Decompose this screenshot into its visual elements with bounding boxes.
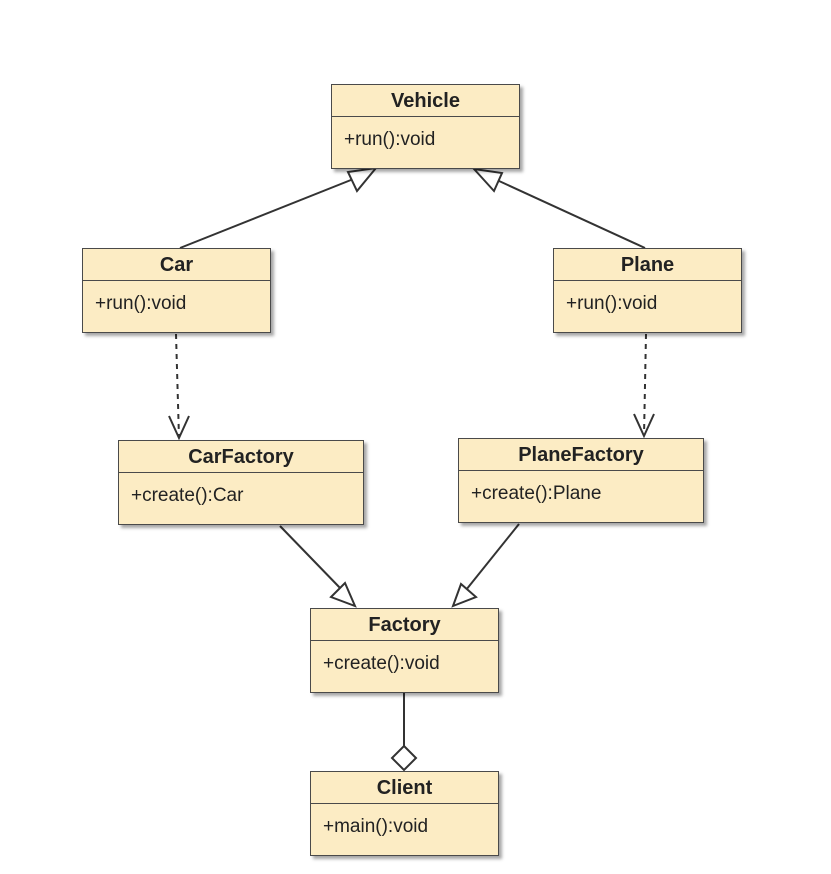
- class-name: Factory: [311, 609, 498, 641]
- dependency-arrowhead: [168, 415, 190, 441]
- generalization-arrowhead: [346, 166, 379, 193]
- class-name: Vehicle: [332, 85, 519, 117]
- edge-planefactory-plane: [643, 333, 647, 437]
- generalization-arrowhead: [451, 582, 478, 608]
- class-carfactory: CarFactory +create():Car: [118, 440, 364, 525]
- generalization-arrowhead: [329, 581, 357, 608]
- edge-carfactory-factory: [279, 525, 343, 591]
- class-car: Car +run():void: [82, 248, 271, 333]
- class-vehicle: Vehicle +run():void: [331, 84, 520, 169]
- class-client: Client +main():void: [310, 771, 499, 856]
- class-operation: +create():Plane: [471, 483, 602, 504]
- class-operation: +main():void: [323, 816, 429, 837]
- class-planefactory: PlaneFactory +create():Plane: [458, 438, 704, 523]
- class-plane: Plane +run():void: [553, 248, 742, 333]
- edge-car-vehicle: [179, 173, 367, 249]
- edge-carfactory-car: [175, 333, 180, 439]
- class-operation: +run():void: [344, 129, 436, 150]
- class-operation: +create():Car: [131, 485, 244, 506]
- class-name: Car: [83, 249, 270, 281]
- class-operation: +run():void: [566, 293, 658, 314]
- class-name: Client: [311, 772, 498, 804]
- class-factory: Factory +create():void: [310, 608, 499, 693]
- generalization-arrowhead: [471, 167, 504, 193]
- edge-plane-vehicle: [485, 174, 646, 249]
- class-operation: +run():void: [95, 293, 187, 314]
- class-name: CarFactory: [119, 441, 363, 473]
- class-name: PlaneFactory: [459, 439, 703, 471]
- dependency-arrowhead: [633, 413, 655, 439]
- class-operation: +create():void: [323, 653, 440, 674]
- class-name: Plane: [554, 249, 741, 281]
- aggregation-diamond: [390, 744, 418, 772]
- edge-planefactory-factory: [465, 523, 520, 591]
